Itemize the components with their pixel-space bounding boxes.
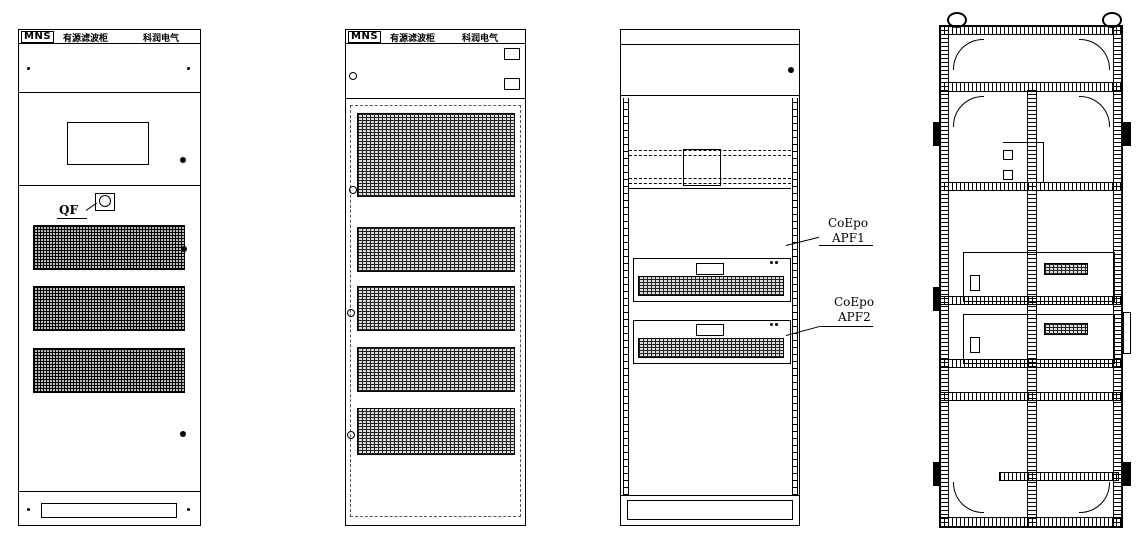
company-name: 科润电气 [143, 34, 180, 44]
cabinet-header: MNS 有源滤波柜 科润电气 [19, 30, 200, 44]
panel-divider [346, 98, 525, 99]
connector [970, 337, 980, 353]
door-lock [180, 157, 186, 163]
panel-divider [19, 92, 200, 93]
connector [970, 275, 980, 291]
side-clip [1123, 462, 1131, 486]
vent-grille [357, 113, 515, 197]
door-latch [347, 431, 355, 439]
bracket-clip [1003, 170, 1013, 180]
apf-module-2 [633, 320, 791, 364]
screw [187, 508, 190, 511]
door-lock [180, 431, 186, 437]
cabinet-rear-view: MNS 有源滤波柜 科润电气 [345, 29, 526, 526]
cabinet-frame-view [933, 12, 1131, 532]
module-2-label-line2: APF2 [838, 310, 871, 324]
frame-post [939, 25, 949, 528]
vent-grille [357, 227, 515, 272]
module-1-label-line2: APF1 [832, 231, 865, 245]
module-vent [638, 276, 784, 296]
screw [27, 67, 30, 70]
vent-grille [357, 347, 515, 392]
leader-line [821, 326, 873, 327]
module-vent [1044, 323, 1088, 335]
product-name: 有源滤波柜 [390, 34, 436, 44]
breaker-label: QF [59, 203, 78, 217]
module-vent [638, 338, 784, 358]
vent-grille [33, 225, 185, 270]
side-clip [1123, 122, 1131, 146]
frame-beam [939, 182, 1123, 191]
cabinet-front-view: MNS 有源滤波柜 科润电气 QF [18, 29, 201, 526]
module-display [696, 263, 724, 275]
door-latch [347, 309, 355, 317]
module-side-2 [963, 314, 1115, 364]
indicator [775, 261, 778, 264]
door-lock [788, 67, 794, 73]
bracket-clip [1003, 150, 1013, 160]
door-latch [349, 72, 357, 80]
indicator [770, 261, 773, 264]
door-latch [349, 186, 357, 194]
brand-logo: MNS [348, 31, 382, 43]
mounting-rail-left [623, 98, 629, 495]
breaker-handle [95, 193, 115, 211]
top-box [621, 44, 799, 96]
side-clip [933, 122, 941, 146]
product-name: 有源滤波柜 [63, 34, 109, 44]
screw [27, 508, 30, 511]
cabinet-internal-view [620, 29, 800, 526]
busbar [629, 150, 791, 151]
plinth-slot [41, 503, 177, 518]
company-name: 科润电气 [462, 34, 499, 44]
leader-line [819, 245, 873, 246]
panel-divider [19, 185, 200, 186]
busbar [629, 183, 791, 184]
side-clip [933, 287, 941, 311]
hinge [504, 48, 520, 60]
frame-beam [939, 517, 1123, 528]
plinth [627, 500, 793, 520]
module-1-label-line1: CoEpo [828, 216, 869, 230]
cabinet-header: MNS 有源滤波柜 科润电气 [346, 30, 525, 44]
module-2-label-line1: CoEpo [834, 295, 875, 309]
indicator [775, 323, 778, 326]
mounting-plate-line [629, 188, 791, 189]
module-display [696, 324, 724, 336]
side-handle [1123, 312, 1131, 354]
frame-beam [939, 25, 1123, 35]
frame-beam [939, 392, 1123, 401]
busbar-support [683, 149, 721, 186]
frame-beam [939, 82, 1123, 92]
busbar [629, 155, 791, 156]
apf-module-1 [633, 258, 791, 302]
plinth-line [621, 495, 799, 496]
vent-grille [357, 286, 515, 331]
hinge [504, 78, 520, 90]
breaker-knob [99, 195, 111, 207]
module-side-1 [963, 252, 1115, 302]
vent-grille [357, 408, 515, 455]
brand-logo: MNS [21, 31, 55, 43]
module-vent [1044, 263, 1088, 275]
busbar [629, 178, 791, 179]
indicator [770, 323, 773, 326]
leader-line [57, 218, 87, 219]
screw [187, 67, 190, 70]
plinth-line [19, 491, 200, 492]
vent-grille [33, 286, 185, 331]
vent-grille [33, 348, 185, 393]
frame-beam [999, 472, 1119, 481]
display-screen [67, 122, 149, 165]
side-clip [933, 462, 941, 486]
bracket [1003, 142, 1044, 183]
door-lock [181, 246, 187, 252]
mounting-rail-right [792, 98, 798, 495]
